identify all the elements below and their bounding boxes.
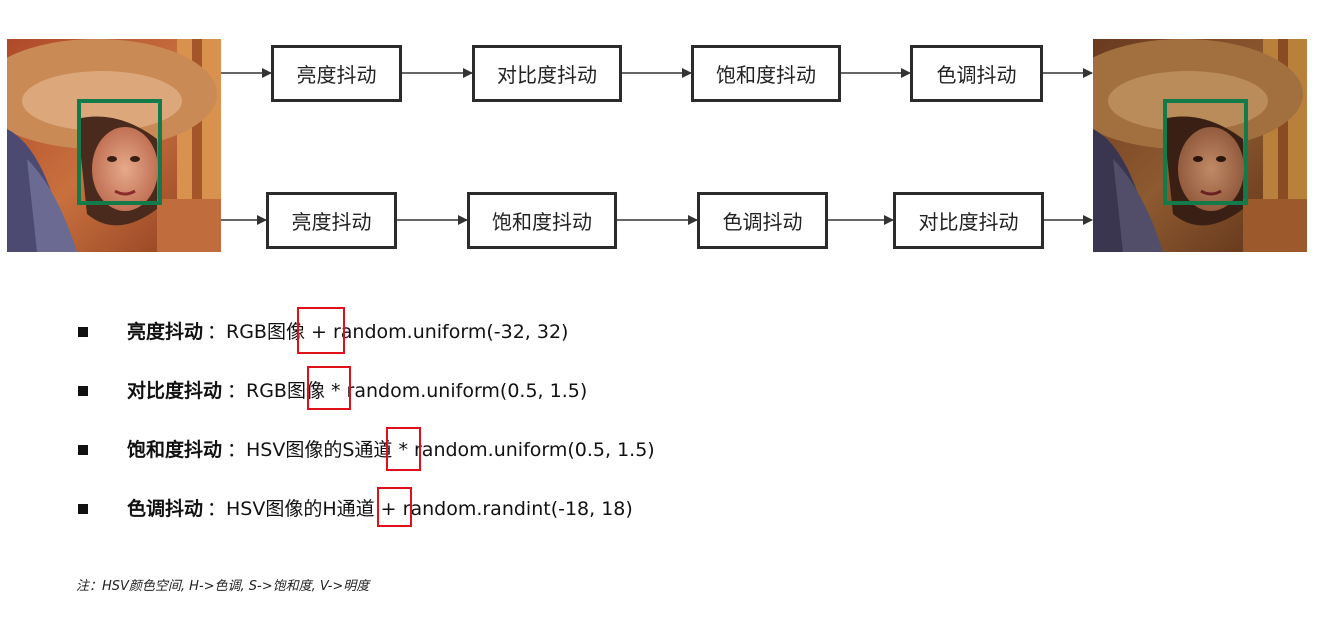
operator-highlight-box: [377, 487, 412, 527]
input-image: [7, 39, 221, 252]
definition-term: 色调抖动: [127, 498, 204, 520]
operator-highlight-box: [297, 307, 345, 354]
bullet-square-icon: [78, 386, 88, 396]
top-step-2-box: 对比度抖动: [472, 45, 622, 102]
definition-term: 亮度抖动: [127, 321, 204, 343]
definition-brightness: 亮度抖动 ：RGB图像 + random.uniform(-32, 32): [0, 317, 700, 347]
definition-term: 饱和度抖动: [127, 439, 223, 461]
operator-highlight-box: [307, 366, 351, 410]
operator-highlight-box: [386, 427, 421, 471]
bullet-square-icon: [78, 445, 88, 455]
bottom-step-3-box: 色调抖动: [697, 192, 828, 249]
output-image: [1093, 39, 1307, 252]
definition-formula: ：HSV图像的S通道 * random.uniform(0.5, 1.5): [227, 439, 655, 461]
bullet-square-icon: [78, 504, 88, 514]
definition-formula: ：RGB图像 + random.uniform(-32, 32): [207, 321, 569, 343]
definition-hue: 色调抖动 ：HSV图像的H通道 + random.randint(-18, 18…: [0, 494, 700, 524]
face-detection-box: [1163, 99, 1248, 205]
footnote: 注：HSV颜色空间, H->色调, S->饱和度, V->明度: [76, 579, 370, 594]
bottom-step-4-box: 对比度抖动: [893, 192, 1044, 249]
definition-saturation: 饱和度抖动 ：HSV图像的S通道 * random.uniform(0.5, 1…: [0, 435, 700, 465]
definition-formula: ：HSV图像的H通道 + random.randint(-18, 18): [207, 498, 633, 520]
face-detection-box: [77, 99, 162, 205]
definition-contrast: 对比度抖动 ：RGB图像 * random.uniform(0.5, 1.5): [0, 376, 700, 406]
top-step-3-box: 饱和度抖动: [691, 45, 841, 102]
bottom-step-1-box: 亮度抖动: [266, 192, 397, 249]
definition-term: 对比度抖动: [127, 380, 223, 402]
top-step-4-box: 色调抖动: [910, 45, 1043, 102]
bottom-step-2-box: 饱和度抖动: [467, 192, 617, 249]
bullet-square-icon: [78, 327, 88, 337]
definition-formula: ：RGB图像 * random.uniform(0.5, 1.5): [227, 380, 588, 402]
top-step-1-box: 亮度抖动: [271, 45, 402, 102]
